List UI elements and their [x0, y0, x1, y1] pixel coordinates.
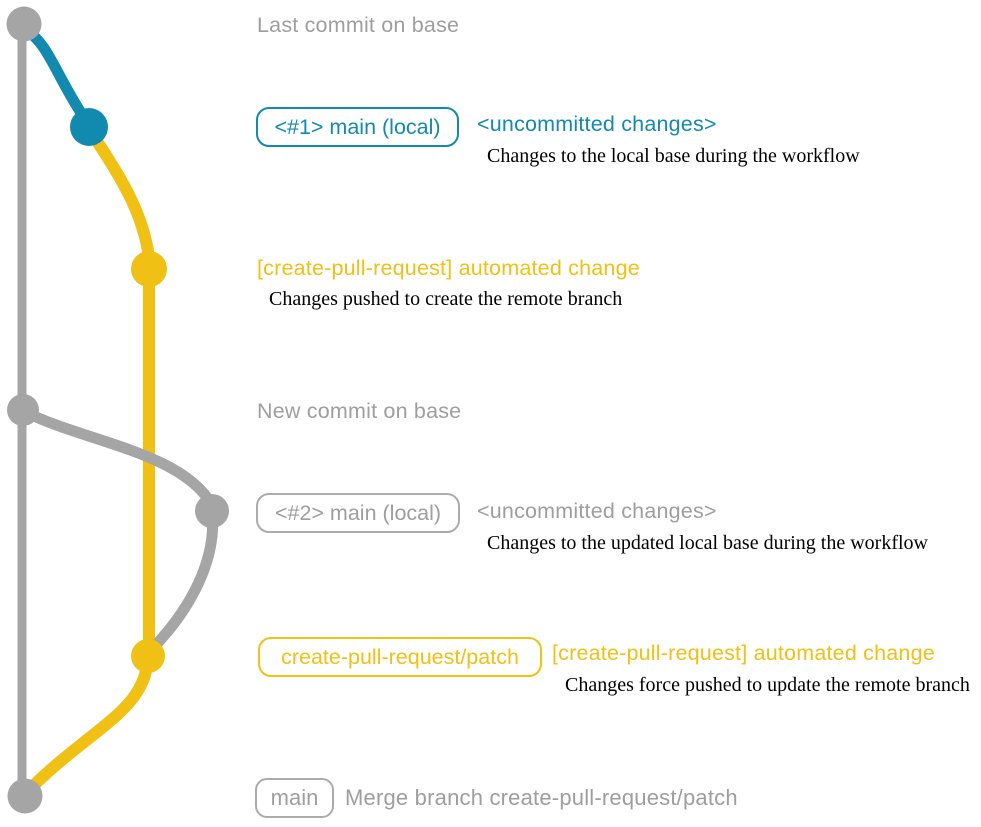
merge-edge: [21, 652, 154, 798]
commit-title-uncommitted-2: <uncommitted changes>: [477, 499, 717, 523]
uncommitted-changes-edge-1: [19, 23, 93, 128]
commit-caption-uncommitted-2: Changes to the updated local base during…: [487, 532, 928, 554]
create-pull-request-branch-edge: [83, 122, 155, 661]
branch-badge-main-local-1: <#1> main (local): [256, 107, 459, 147]
commit-caption-uncommitted-1: Changes to the local base during the wor…: [487, 145, 860, 167]
commit-caption-automated-2: Changes force pushed to update the remot…: [565, 674, 970, 696]
updated-local-main-edge-in: [145, 507, 219, 656]
note-last-commit: Last commit on base: [257, 13, 460, 37]
commit-node-merge: [7, 778, 43, 814]
commit-node-remote-1: [131, 251, 167, 287]
commit-title-automated-2: [create-pull-request] automated change: [552, 641, 935, 665]
commit-title-merge: Merge branch create-pull-request/patch: [345, 785, 738, 810]
note-new-commit: New commit on base: [257, 399, 462, 423]
commit-node-base-new: [7, 394, 39, 426]
commit-title-uncommitted-1: <uncommitted changes>: [477, 112, 717, 136]
commit-title-automated-1: [create-pull-request] automated change: [257, 256, 640, 280]
commit-node-local-1: [70, 108, 108, 146]
commit-node-remote-2: [131, 639, 165, 673]
branch-badge-cpr-patch: create-pull-request/patch: [258, 637, 542, 677]
branch-badge-main: main: [255, 778, 334, 818]
commit-node-base-last: [6, 6, 42, 42]
updated-local-main-edge-out: [17, 405, 218, 511]
commit-caption-automated-1: Changes pushed to create the remote bran…: [269, 288, 623, 310]
git-graph: [6, 6, 229, 814]
commit-node-local-2: [195, 494, 229, 528]
branch-badge-main-local-2: <#2> main (local): [256, 493, 460, 533]
